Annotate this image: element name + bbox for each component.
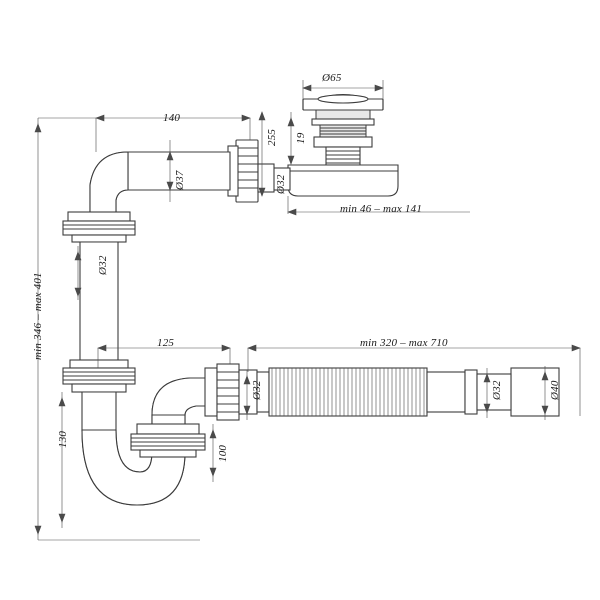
u-bend-trap xyxy=(81,414,206,506)
riser-pipe xyxy=(62,211,136,431)
dimension-min320-max710: min 320 – max 710 xyxy=(360,337,448,349)
outlet-elbow xyxy=(151,363,258,421)
drain-strainer xyxy=(271,93,399,197)
dimension-diameter-32-riser: Ø32 xyxy=(97,255,109,275)
dimension-length-140: 140 xyxy=(163,112,181,124)
dimension-height-19: 19 xyxy=(295,132,307,144)
dimension-diameter-37: Ø37 xyxy=(174,170,186,190)
dimension-diameter-32-tee: Ø32 xyxy=(251,380,263,400)
top-horizontal-arm xyxy=(89,139,275,213)
dimension-height-100: 100 xyxy=(217,444,229,462)
dimension-diameter-65: Ø65 xyxy=(322,72,342,84)
dimension-min346-max401: min 346 – max 401 xyxy=(32,272,44,360)
dimension-diameter-32-corrugated: Ø32 xyxy=(491,380,503,400)
corrugated-hose xyxy=(256,367,560,417)
dimension-length-125: 125 xyxy=(157,337,175,349)
dimension-min46-max141: min 46 – max 141 xyxy=(340,203,423,215)
dimension-diameter-40-outlet: Ø40 xyxy=(549,380,561,400)
dimension-lines xyxy=(34,80,581,541)
dimension-height-255: 255 xyxy=(266,128,278,146)
dimension-diameter-32-top: Ø32 xyxy=(275,174,287,194)
dimension-height-130: 130 xyxy=(57,430,69,448)
